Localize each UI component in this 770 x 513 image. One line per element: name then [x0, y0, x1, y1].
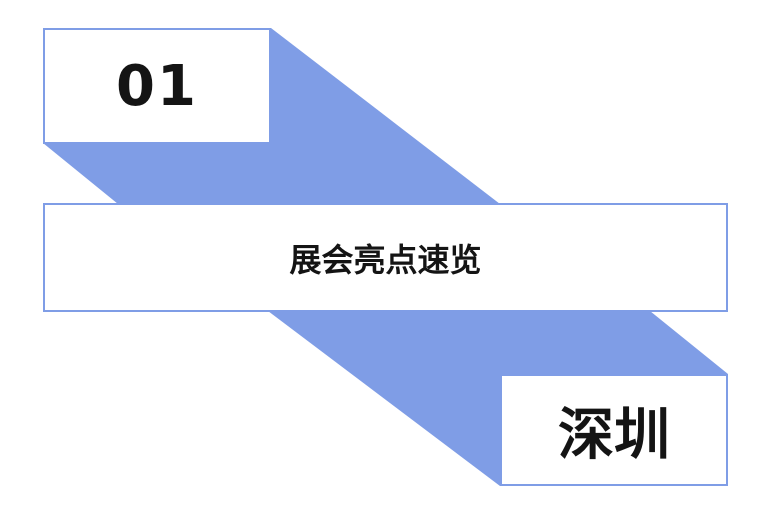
section-number: 01: [116, 53, 198, 119]
city-label: 深圳: [558, 402, 670, 468]
city-box: 深圳: [500, 374, 728, 486]
section-title: 展会亮点速览: [289, 240, 482, 279]
section-number-box: 01: [43, 28, 271, 144]
section-title-box: 展会亮点速览: [43, 203, 728, 312]
